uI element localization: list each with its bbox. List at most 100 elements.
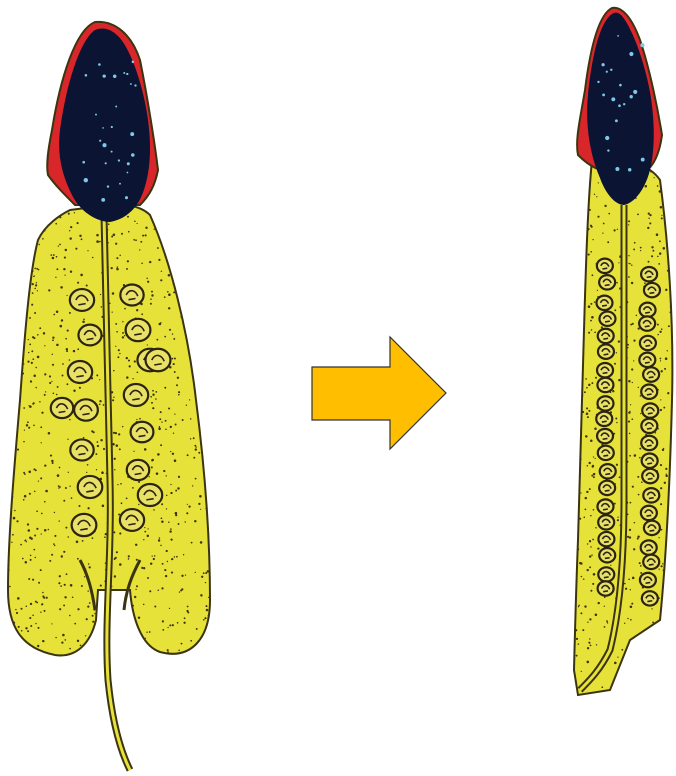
apex-speck (98, 63, 101, 66)
follicle (598, 532, 614, 546)
stipple-dot (633, 548, 635, 550)
stipple-dot (160, 444, 162, 446)
stipple-dot (207, 241, 209, 243)
stipple-dot (196, 628, 198, 630)
stipple-dot (119, 353, 120, 354)
stipple-dot (665, 153, 667, 155)
stipple-dot (101, 602, 102, 603)
stipple-dot (214, 301, 216, 303)
stipple-dot (126, 268, 128, 270)
stipple-dot (616, 464, 618, 466)
stipple-dot (68, 213, 70, 215)
stipple-dot (177, 223, 179, 225)
stipple-dot (198, 277, 199, 278)
right-organ (569, 8, 676, 701)
stipple-dot (630, 502, 632, 504)
follicle (644, 283, 660, 297)
follicle (640, 573, 656, 587)
apex-speck (111, 126, 113, 128)
stipple-dot (145, 638, 146, 639)
stipple-dot (9, 365, 12, 368)
stipple-dot (39, 401, 41, 403)
stipple-dot (590, 225, 592, 227)
stipple-dot (38, 480, 39, 481)
stipple-dot (581, 176, 583, 178)
stipple-dot (605, 692, 606, 693)
stipple-dot (157, 247, 159, 249)
stipple-dot (203, 434, 205, 436)
apex-speck (619, 84, 622, 87)
follicle (598, 515, 614, 529)
stipple-dot (132, 663, 134, 665)
stipple-dot (145, 646, 147, 648)
stipple-dot (579, 258, 580, 259)
stipple-dot (153, 509, 155, 511)
stipple-dot (630, 589, 631, 590)
stipple-dot (149, 476, 150, 477)
stipple-dot (660, 487, 662, 489)
stipple-dot (632, 382, 633, 383)
stipple-dot (112, 619, 115, 622)
stipple-dot (632, 577, 635, 580)
stipple-dot (151, 466, 153, 468)
stipple-dot (41, 603, 43, 605)
stipple-dot (118, 349, 120, 351)
stipple-dot (586, 407, 588, 409)
stipple-dot (23, 472, 25, 474)
stipple-dot (200, 509, 201, 510)
stipple-dot (661, 172, 663, 174)
stipple-dot (634, 242, 636, 244)
stipple-dot (673, 456, 674, 457)
stipple-dot (52, 339, 54, 341)
stipple-dot (65, 338, 67, 340)
stipple-dot (36, 215, 38, 217)
stipple-dot (574, 473, 576, 475)
apex-speck (107, 185, 109, 187)
stipple-dot (190, 418, 192, 420)
stipple-dot (637, 535, 639, 537)
stipple-dot (597, 547, 599, 549)
stipple-dot (37, 627, 39, 629)
stipple-dot (45, 490, 48, 493)
stipple-dot (172, 250, 174, 252)
stipple-dot (10, 284, 12, 286)
stipple-dot (69, 486, 70, 487)
stipple-dot (166, 475, 167, 476)
stipple-dot (96, 374, 98, 376)
stipple-dot (588, 410, 590, 412)
stipple-dot (621, 649, 623, 651)
stipple-dot (171, 572, 173, 574)
follicle (131, 422, 154, 443)
stipple-dot (576, 184, 578, 186)
stipple-dot (22, 231, 23, 232)
stipple-dot (87, 605, 89, 607)
stipple-dot (179, 284, 180, 285)
follicle (597, 378, 613, 392)
stipple-dot (26, 606, 28, 608)
stipple-dot (571, 504, 573, 506)
stipple-dot (663, 569, 665, 571)
stipple-dot (5, 294, 7, 296)
apex-speck (641, 158, 645, 162)
stipple-dot (8, 233, 9, 234)
stipple-dot (20, 359, 22, 361)
stipple-dot (203, 340, 205, 342)
stipple-dot (151, 294, 153, 296)
stipple-dot (182, 419, 184, 421)
stipple-dot (80, 644, 82, 646)
stipple-dot (669, 311, 671, 313)
stipple-dot (595, 377, 597, 379)
stipple-dot (660, 399, 661, 400)
stipple-dot (5, 394, 7, 396)
stipple-dot (111, 267, 113, 269)
stipple-dot (13, 350, 15, 352)
stipple-dot (22, 372, 24, 374)
stipple-dot (127, 260, 129, 262)
stipple-dot (200, 215, 202, 217)
stipple-dot (571, 271, 573, 273)
stipple-dot (587, 416, 589, 418)
stipple-dot (657, 334, 658, 335)
stipple-dot (103, 448, 105, 450)
stipple-dot (13, 229, 16, 232)
stipple-dot (168, 407, 170, 409)
